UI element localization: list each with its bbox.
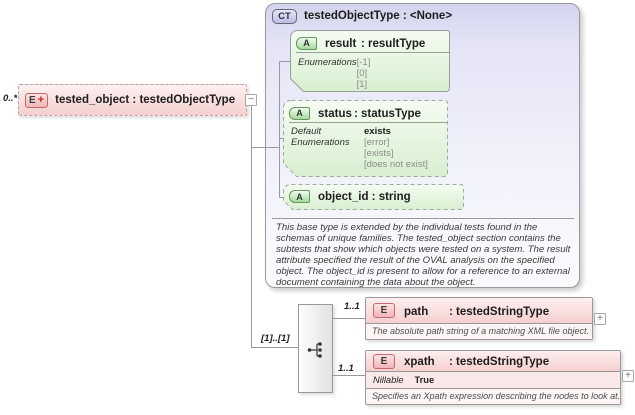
enum-value: [1] [356, 79, 368, 90]
attribute-name: status [318, 108, 352, 120]
attribute-node-result[interactable]: A result : resultType Enumerations [-1] [… [290, 30, 450, 92]
attribute-node-object-id[interactable]: A object_id : string [283, 184, 464, 210]
element-description: Specifies an Xpath expression describing… [372, 391, 621, 401]
default-label: Default [291, 126, 322, 137]
attribute-type: : resultType [361, 38, 426, 50]
attribute-box-shape [283, 184, 464, 210]
element-icon: E [373, 303, 395, 318]
root-cardinality-label: 0..* [3, 93, 18, 104]
expand-path-button[interactable]: + [594, 313, 606, 325]
annotation-divider [272, 218, 574, 219]
enumerations-label: Enumerations [298, 57, 357, 68]
complex-type-description: This base type is extended by the indivi… [276, 222, 571, 288]
complex-type-icon: CT [272, 9, 297, 24]
complex-type-title: testedObjectType : <None> [304, 10, 453, 22]
sequence-occurrence-label: [1]..[1] [261, 333, 290, 344]
sequence-icon [307, 342, 322, 358]
element-name: path [404, 305, 429, 318]
element-icon: E [373, 353, 395, 369]
attribute-name: result [325, 38, 357, 50]
element-type: : testedStringType [449, 305, 550, 318]
element-description: The absolute path string of a matching X… [372, 326, 589, 336]
nillable-value: True [414, 375, 435, 385]
enumerations-label: Enumerations [291, 137, 350, 148]
attribute-icon: A [289, 190, 310, 203]
element-header: E path : testedStringType [366, 298, 592, 324]
element-header: E xpath : testedStringType [366, 351, 620, 372]
path-cardinality-label: 1..1 [344, 301, 360, 312]
default-value: exists [364, 126, 391, 137]
enum-value: [exists] [364, 148, 394, 159]
enum-value: [-1] [356, 57, 371, 68]
nillable-row: Nillable True [366, 372, 620, 389]
attribute-node-status[interactable]: A status: statusType Default exists Enum… [283, 100, 448, 177]
element-type: : testedStringType [449, 356, 550, 368]
attribute-box-shape [290, 30, 450, 92]
element-icon: E+ [25, 92, 49, 108]
collapse-button[interactable]: − [245, 94, 257, 106]
attribute-icon: A [296, 36, 317, 50]
attribute-label: object_id : string [318, 190, 411, 203]
element-node-tested-object[interactable]: E+ tested_object : testedObjectType [18, 84, 247, 116]
xpath-cardinality-label: 1..1 [338, 363, 354, 374]
enum-value: [error] [364, 137, 390, 148]
element-label: tested_object : testedObjectType [55, 94, 236, 106]
element-node-path[interactable]: E path : testedStringType The absolute pa… [365, 297, 593, 340]
enum-value: [0] [356, 68, 368, 79]
element-node-xpath[interactable]: E xpath: testedStringType Nillable True … [365, 350, 621, 405]
expand-xpath-button[interactable]: + [622, 370, 634, 382]
attribute-box-shape [283, 100, 448, 177]
attribute-type: : statusType [354, 108, 421, 120]
sequence-compositor[interactable] [298, 304, 333, 393]
nillable-label: Nillable [373, 375, 404, 385]
enum-value: [does not exist] [364, 159, 428, 170]
attribute-icon: A [289, 106, 310, 120]
element-expand-glyph: + [37, 94, 45, 106]
element-name: xpath [404, 356, 435, 368]
